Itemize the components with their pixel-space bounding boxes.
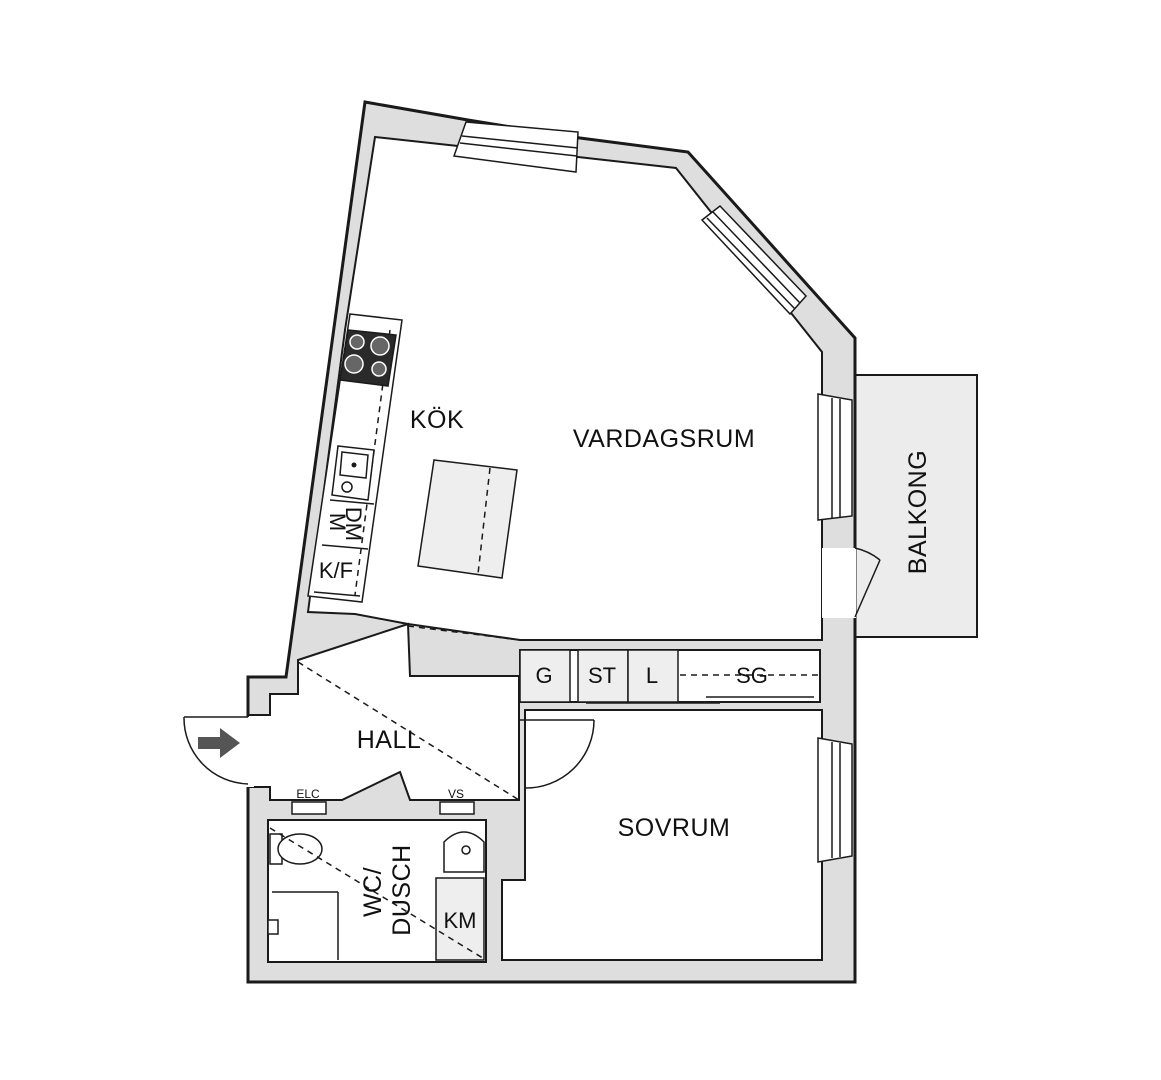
window-diagonal — [700, 204, 808, 316]
sink-icon — [331, 445, 375, 501]
balcony — [854, 374, 978, 638]
label-l: L — [646, 663, 658, 688]
toilet-icon — [269, 833, 323, 865]
opening-line-kitchen — [407, 625, 521, 641]
window-right-bedroom — [817, 737, 853, 863]
room-label-sovrum: SOVRUM — [618, 814, 731, 842]
label-sg: SG — [736, 663, 768, 688]
room-label-balkong: BALKONG — [904, 450, 932, 574]
kitchen-island — [417, 459, 518, 579]
bedroom-door — [519, 719, 595, 789]
label-elc: ELC — [296, 787, 320, 801]
elc-panel: ELC — [291, 787, 327, 815]
km-box — [435, 877, 485, 961]
balcony-door — [822, 547, 881, 618]
room-label-vardagsrum: VARDAGSRUM — [573, 425, 755, 453]
label-vs: VS — [448, 787, 464, 801]
label-microwave: M — [325, 513, 350, 531]
entry-arrow-icon — [198, 728, 240, 758]
label-fridge-freezer: K/F — [319, 558, 353, 583]
wardrobes: G ST L SG — [519, 649, 820, 704]
entrance-door — [183, 716, 254, 787]
room-label-hall: HALL — [357, 726, 422, 754]
label-dishwasher: DM — [341, 507, 366, 541]
kitchen-counter: M DM K/F — [307, 313, 403, 603]
bathroom-fixtures: KM — [267, 827, 487, 961]
room-label-dusch: DUSCH — [388, 844, 416, 935]
shower-tap-icon — [267, 919, 279, 935]
window-top — [452, 121, 579, 173]
washbasin-icon — [443, 831, 485, 873]
vs-panel: VS — [439, 787, 475, 815]
label-st: ST — [588, 663, 616, 688]
label-g: G — [535, 663, 552, 688]
stove-icon — [339, 329, 397, 387]
room-label-kok: KÖK — [410, 406, 464, 434]
room-sovrum — [501, 709, 823, 961]
window-right-living — [817, 393, 853, 521]
label-km: KM — [444, 908, 477, 933]
bathroom-door — [341, 771, 411, 801]
room-label-wc: WC/ — [359, 867, 387, 917]
